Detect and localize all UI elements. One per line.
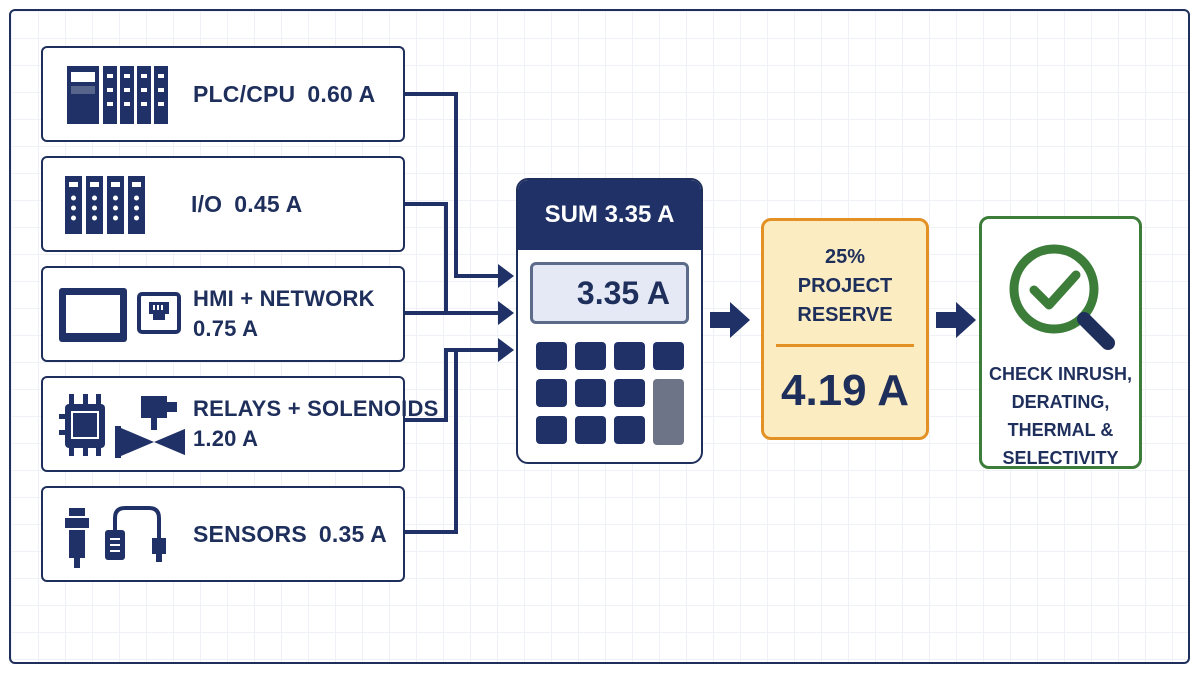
relay-solenoid-icon	[59, 394, 185, 458]
load-name: I/O	[191, 191, 223, 217]
calculator-key-tall	[653, 379, 684, 445]
calculator-key	[575, 416, 606, 444]
plc-cpu-icon	[67, 66, 168, 124]
calculator-key	[614, 342, 645, 370]
connector-plc-cpu	[405, 92, 498, 278]
flow-arrow-to-check	[936, 302, 976, 338]
load-card-plc-cpu: PLC/CPU 0.60 A	[41, 46, 405, 142]
arrowhead-icon	[498, 301, 514, 325]
load-current: 0.75 A	[193, 316, 259, 341]
calculator-key	[536, 379, 567, 407]
calculator-key	[536, 342, 567, 370]
calculator-key	[614, 379, 645, 407]
hmi-network-icon	[59, 288, 181, 342]
load-current: 0.60 A	[307, 81, 376, 107]
load-current: 1.20 A	[193, 426, 259, 451]
load-name: RELAYS + SOLENOIDS	[193, 396, 439, 421]
load-name: HMI + NETWORK	[193, 286, 375, 311]
reserve-label: 25% PROJECT RESERVE	[797, 246, 893, 326]
reserve-divider	[776, 344, 914, 347]
calculator-header: SUM 3.35 A	[518, 180, 701, 250]
magnifier-check-icon	[1009, 244, 1115, 350]
connector-io	[405, 202, 498, 315]
connector-relays-solenoids	[405, 348, 498, 422]
reserve-value: 4.19 A	[780, 366, 909, 415]
load-name: SENSORS	[193, 521, 307, 547]
load-label-relays-solenoids: RELAYS + SOLENOIDS 1.20 A	[193, 378, 438, 470]
arrowhead-icon	[498, 338, 514, 362]
calculator-key	[614, 416, 645, 444]
check-label: CHECK INRUSH, DERATING, THERMAL & SELECT…	[988, 364, 1132, 468]
connector-sensors	[405, 350, 458, 534]
calculator-key	[575, 379, 606, 407]
load-label-sensors: SENSORS 0.35 A	[193, 488, 387, 580]
check-box: CHECK INRUSH, DERATING, THERMAL & SELECT…	[979, 216, 1142, 469]
calculator-key	[653, 342, 684, 370]
calculator-icon: SUM 3.35 A 3.35 A	[516, 178, 703, 464]
load-label-hmi-network: HMI + NETWORK 0.75 A	[193, 268, 375, 360]
io-modules-icon	[65, 176, 145, 234]
arrowhead-icon	[498, 264, 514, 288]
calculator-key	[536, 416, 567, 444]
calculator-key	[575, 342, 606, 370]
sensor-cable-icon	[65, 506, 166, 568]
load-card-relays-solenoids: RELAYS + SOLENOIDS 1.20 A	[41, 376, 438, 472]
calculator-display: 3.35 A	[530, 262, 689, 324]
load-current: 0.45 A	[234, 191, 303, 217]
flow-arrow-to-reserve	[710, 302, 750, 338]
project-reserve-box: 25% PROJECT RESERVE 4.19 A	[761, 218, 929, 440]
load-card-sensors: SENSORS 0.35 A	[41, 486, 405, 582]
load-card-hmi-network: HMI + NETWORK 0.75 A	[41, 266, 405, 362]
load-label-io: I/O 0.45 A	[191, 158, 302, 250]
load-label-plc-cpu: PLC/CPU 0.60 A	[193, 48, 375, 140]
load-card-io: I/O 0.45 A	[41, 156, 405, 252]
load-current: 0.35 A	[318, 521, 387, 547]
load-name: PLC/CPU	[193, 81, 296, 107]
